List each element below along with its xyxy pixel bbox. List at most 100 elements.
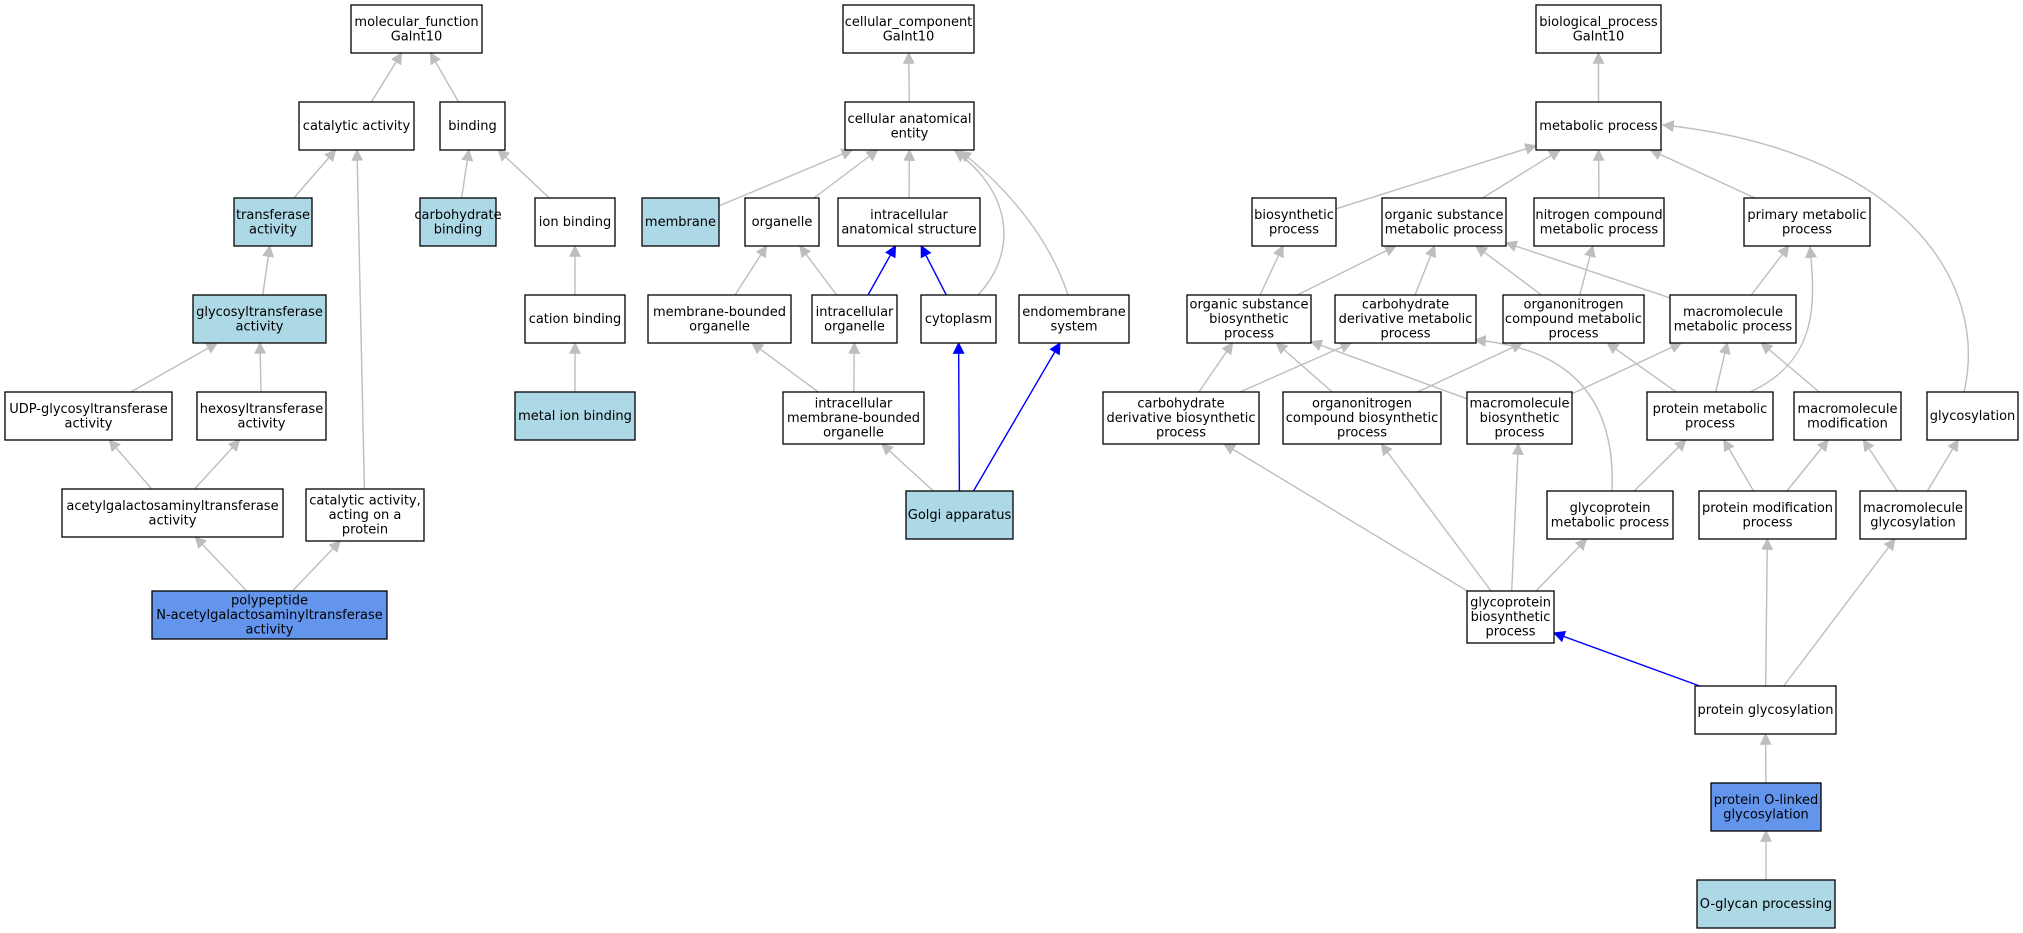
node-label: glycosylation <box>1870 515 1956 530</box>
edge-oncbp-to-oncmp <box>1417 342 1524 393</box>
node-label: cytoplasm <box>925 312 992 327</box>
node-label: membrane-bounded <box>653 305 786 320</box>
edge-gpbp-to-gpmp <box>1535 538 1588 592</box>
node-metab[interactable]: metabolic process <box>1535 101 1662 151</box>
node-label: system <box>1051 319 1098 334</box>
node-label: catalytic activity, <box>309 494 421 509</box>
node-box <box>837 197 981 247</box>
node-catact[interactable]: catalytic activity <box>298 101 415 151</box>
node-label: process <box>1381 327 1431 342</box>
node-organelle[interactable]: organelle <box>744 197 820 247</box>
node-box <box>298 101 415 151</box>
node-label: process <box>1486 625 1536 640</box>
node-label: activity <box>65 416 113 431</box>
edge-cytoplasm-to-cae <box>954 150 1005 296</box>
node-label: process <box>1743 515 1793 530</box>
node-label: metabolic process <box>1551 515 1670 530</box>
node-label: biosynthetic <box>1471 610 1551 625</box>
edge-polypep-to-acetyl <box>194 536 248 592</box>
node-box <box>647 294 792 344</box>
node-label: process <box>1549 327 1599 342</box>
node-ionbind[interactable]: ion binding <box>534 197 616 247</box>
edge-carbbind-to-binding <box>460 148 474 199</box>
node-box <box>233 197 313 247</box>
node-oglycan[interactable]: O-glycan processing <box>1696 879 1836 929</box>
node-label: organelle <box>689 319 750 334</box>
node-box <box>1710 782 1822 832</box>
node-binding[interactable]: binding <box>439 101 506 151</box>
edge-pmod-to-mmod <box>1786 439 1829 492</box>
node-cytoplasm[interactable]: cytoplasm <box>920 294 997 344</box>
node-label: ion binding <box>539 215 611 230</box>
node-label: carbohydrate <box>414 208 501 223</box>
node-label: intracellular <box>870 208 948 223</box>
edge-gpmp-to-protmp <box>1633 439 1687 492</box>
node-glycosylation[interactable]: glycosylation <box>1926 391 2019 441</box>
node-box <box>842 4 975 54</box>
node-label: intracellular <box>815 397 893 412</box>
node-label: cellular anatomical <box>848 112 972 127</box>
node-polypep[interactable]: polypeptideN-acetylgalactosaminyltransfe… <box>151 590 388 640</box>
node-label: primary metabolic <box>1747 208 1866 223</box>
node-cationbind[interactable]: cation binding <box>524 294 626 344</box>
node-label: Golgi apparatus <box>908 508 1012 523</box>
node-label: membrane-bounded <box>787 411 920 426</box>
node-golgi[interactable]: Golgi apparatus <box>905 490 1014 540</box>
edge-mglyc-to-mmod <box>1862 438 1898 492</box>
node-label: biosynthetic <box>1254 208 1334 223</box>
node-box <box>1859 490 1967 540</box>
edge-pglyc-to-pmod <box>1761 537 1774 687</box>
node-label: process <box>1269 222 1319 237</box>
node-box <box>1535 4 1662 54</box>
edge-golgi-to-imbo <box>881 443 934 492</box>
node-box <box>1102 391 1260 445</box>
node-label: compound biosynthetic <box>1286 411 1439 426</box>
node-label: macromolecule <box>1797 402 1897 417</box>
node-metalion[interactable]: metal ion binding <box>514 391 636 441</box>
node-membrane[interactable]: membrane <box>641 197 720 247</box>
node-label: hexosyltransferase <box>200 402 323 417</box>
node-pglyc[interactable]: protein glycosylation <box>1694 685 1837 735</box>
node-box <box>1533 197 1665 247</box>
node-box <box>196 391 327 441</box>
node-label: glycosylation <box>1930 409 2016 424</box>
edge-osbp-to-biosyn <box>1259 244 1284 296</box>
node-box <box>1251 197 1337 247</box>
edge-hexosyl-to-glycosyl <box>254 341 267 393</box>
